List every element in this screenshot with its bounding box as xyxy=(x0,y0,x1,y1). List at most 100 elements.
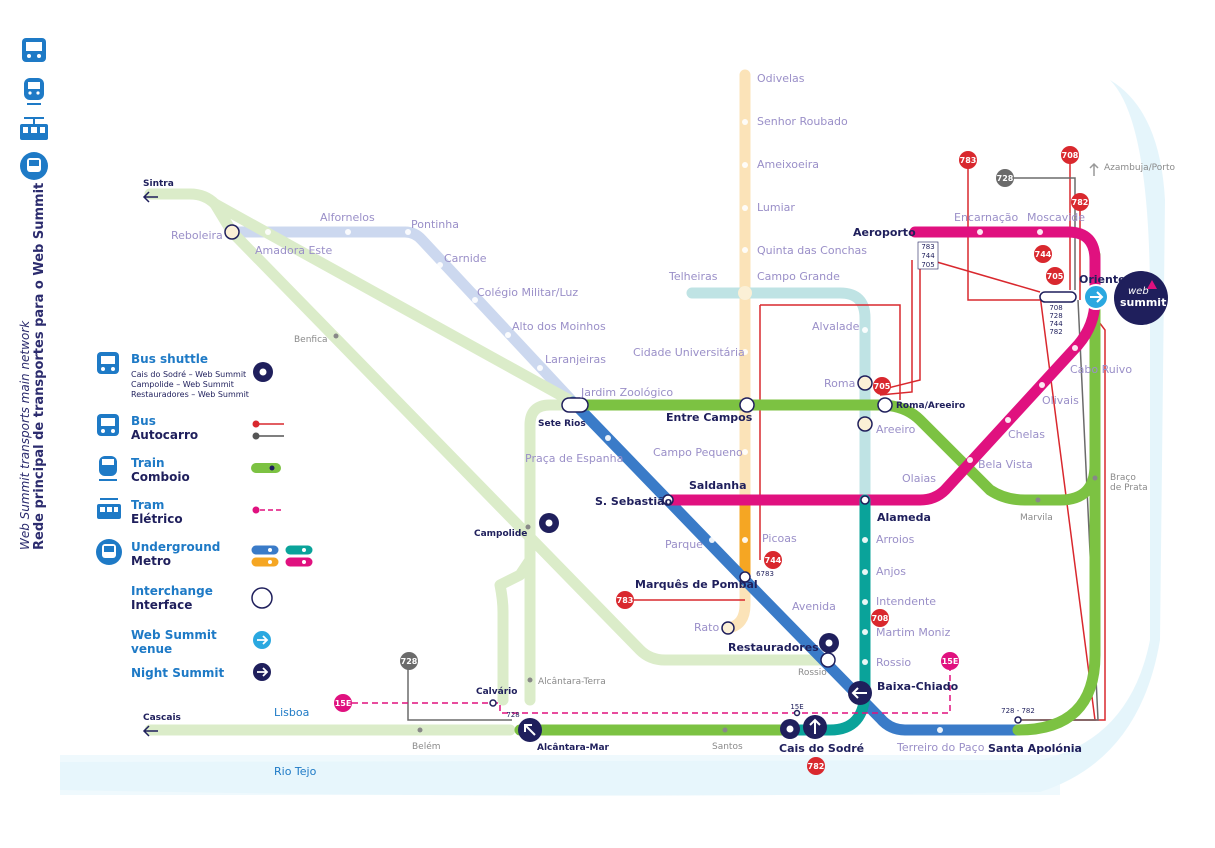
svg-text:728: 728 xyxy=(997,174,1014,183)
bus-badges: 783 708 782 728 744 705 705 744 783 708 … xyxy=(334,146,1089,775)
svg-text:Odivelas: Odivelas xyxy=(757,72,805,85)
svg-text:Baixa-Chiado: Baixa-Chiado xyxy=(877,680,959,693)
svg-text:Senhor Roubado: Senhor Roubado xyxy=(757,115,848,128)
station-labels-bold: Entre Campos Saldanha S. Sebastião Marqu… xyxy=(595,226,1126,755)
bus-symbol xyxy=(252,420,284,440)
legend-venue-subtitle: venue xyxy=(131,642,173,656)
legend-tram-subtitle: Elétrico xyxy=(131,512,183,526)
legend-metro-subtitle: Metro xyxy=(131,554,171,568)
blue-line xyxy=(567,396,1024,736)
tram-symbol xyxy=(252,506,284,514)
svg-text:15E: 15E xyxy=(790,703,803,711)
badge-15e-left: 15E xyxy=(334,694,352,712)
end-arrows xyxy=(142,162,1099,737)
svg-text:Cascais: Cascais xyxy=(143,713,181,723)
legend-shuttle-route: Campolide – Web Summit xyxy=(131,380,234,389)
svg-text:782: 782 xyxy=(808,762,825,771)
night-alcantara xyxy=(518,718,542,742)
svg-text:708: 708 xyxy=(1049,304,1062,312)
station-dots xyxy=(265,71,1078,733)
night-baixa-chiado xyxy=(848,681,872,705)
svg-text:Parque: Parque xyxy=(665,538,703,551)
train-icon xyxy=(99,456,117,481)
badge-708-top: 708 xyxy=(1061,146,1079,164)
svg-text:Restauradores: Restauradores xyxy=(728,641,819,654)
bus-icon xyxy=(97,352,119,374)
legend-bus: Bus Autocarro xyxy=(95,412,295,452)
svg-text:Santos: Santos xyxy=(712,742,743,752)
svg-text:744: 744 xyxy=(921,252,935,260)
svg-text:Terreiro do Paço: Terreiro do Paço xyxy=(896,741,985,754)
svg-text:de Prata: de Prata xyxy=(1110,483,1148,493)
svg-text:Chelas: Chelas xyxy=(1008,428,1045,441)
svg-text:Sete Rios: Sete Rios xyxy=(538,419,586,429)
green-train-line xyxy=(567,249,1101,506)
svg-text:783: 783 xyxy=(617,596,634,605)
svg-text:Calvário: Calvário xyxy=(476,687,517,697)
svg-text:728: 728 xyxy=(401,657,418,666)
legend-metro-title: Underground xyxy=(131,540,221,554)
svg-text:Marvila: Marvila xyxy=(1020,513,1053,523)
svg-text:Saldanha: Saldanha xyxy=(689,479,747,492)
badge-728-belem: 728 xyxy=(400,652,418,670)
svg-text:Alfornelos: Alfornelos xyxy=(320,211,375,224)
badge-705-roma: 705 xyxy=(873,377,891,395)
svg-text:705: 705 xyxy=(1047,272,1064,281)
svg-text:S. Sebastião: S. Sebastião xyxy=(595,495,673,508)
map-background xyxy=(60,20,1165,796)
interchange-symbol xyxy=(251,587,273,609)
badge-744-picoas: 744 xyxy=(764,551,782,569)
svg-text:Marquês de Pombal: Marquês de Pombal xyxy=(635,578,758,591)
svg-text:Alameda: Alameda xyxy=(877,511,931,524)
svg-text:Moscavide: Moscavide xyxy=(1027,211,1085,224)
svg-text:Martim Moniz: Martim Moniz xyxy=(876,626,951,639)
svg-text:Rio Tejo: Rio Tejo xyxy=(274,765,317,778)
svg-text:Praça de Espanha: Praça de Espanha xyxy=(525,452,623,465)
legend-night: Night Summit xyxy=(95,663,295,704)
svg-text:Aeroporto: Aeroporto xyxy=(853,226,916,239)
svg-text:Avenida: Avenida xyxy=(792,600,836,613)
badge-744-top: 744 xyxy=(1034,245,1052,263)
svg-text:Bela Vista: Bela Vista xyxy=(978,458,1033,471)
legend-venue: Web Summit venue xyxy=(95,626,295,666)
svg-text:Campo Grande: Campo Grande xyxy=(757,270,840,283)
svg-text:Entre Campos: Entre Campos xyxy=(666,411,753,424)
legend-bus-subtitle: Autocarro xyxy=(131,428,199,442)
svg-text:Reboleira: Reboleira xyxy=(171,229,223,242)
badge-782-top: 782 xyxy=(1071,193,1089,211)
svg-text:Laranjeiras: Laranjeiras xyxy=(545,353,606,366)
svg-text:6783: 6783 xyxy=(756,570,774,578)
svg-text:783: 783 xyxy=(921,243,934,251)
web-summit-logo: web summit xyxy=(1114,271,1168,325)
train-symbol xyxy=(251,463,281,473)
svg-text:708: 708 xyxy=(1062,151,1079,160)
badge-783-top: 783 xyxy=(959,151,977,169)
svg-text:Quinta das Conchas: Quinta das Conchas xyxy=(757,244,867,257)
legend-train-subtitle: Comboio xyxy=(131,470,190,484)
svg-text:15E: 15E xyxy=(335,699,352,708)
legend-shuttle: Bus shuttle Cais do Sodré – Web Summit C… xyxy=(95,350,295,399)
red-line xyxy=(662,226,1101,506)
svg-text:783: 783 xyxy=(960,156,977,165)
logo-web: web xyxy=(1128,286,1149,297)
svg-text:Alcântara-Mar: Alcântara-Mar xyxy=(537,743,610,753)
svg-text:705: 705 xyxy=(921,261,934,269)
svg-text:Azambuja/Porto: Azambuja/Porto xyxy=(1104,163,1175,173)
svg-text:728 - 782: 728 - 782 xyxy=(1001,707,1035,715)
svg-text:Lumiar: Lumiar xyxy=(757,201,795,214)
svg-text:Pontinha: Pontinha xyxy=(411,218,459,231)
legend-interchange: Interchange Interface xyxy=(95,582,295,622)
green-east-line xyxy=(1012,314,1101,736)
svg-text:Roma/Areeiro: Roma/Areeiro xyxy=(896,401,965,411)
svg-text:Areeiro: Areeiro xyxy=(876,423,916,436)
badge-783-marques: 783 xyxy=(616,591,634,609)
venue-marker xyxy=(1083,284,1109,310)
svg-text:782: 782 xyxy=(1072,198,1089,207)
cintura-light xyxy=(524,399,579,706)
svg-text:Anjos: Anjos xyxy=(876,565,906,578)
teal-light-line xyxy=(686,287,871,506)
legend-venue-title: Web Summit xyxy=(131,628,217,642)
svg-text:Cidade Universitária: Cidade Universitária xyxy=(633,346,745,359)
tram-icon xyxy=(20,117,48,140)
